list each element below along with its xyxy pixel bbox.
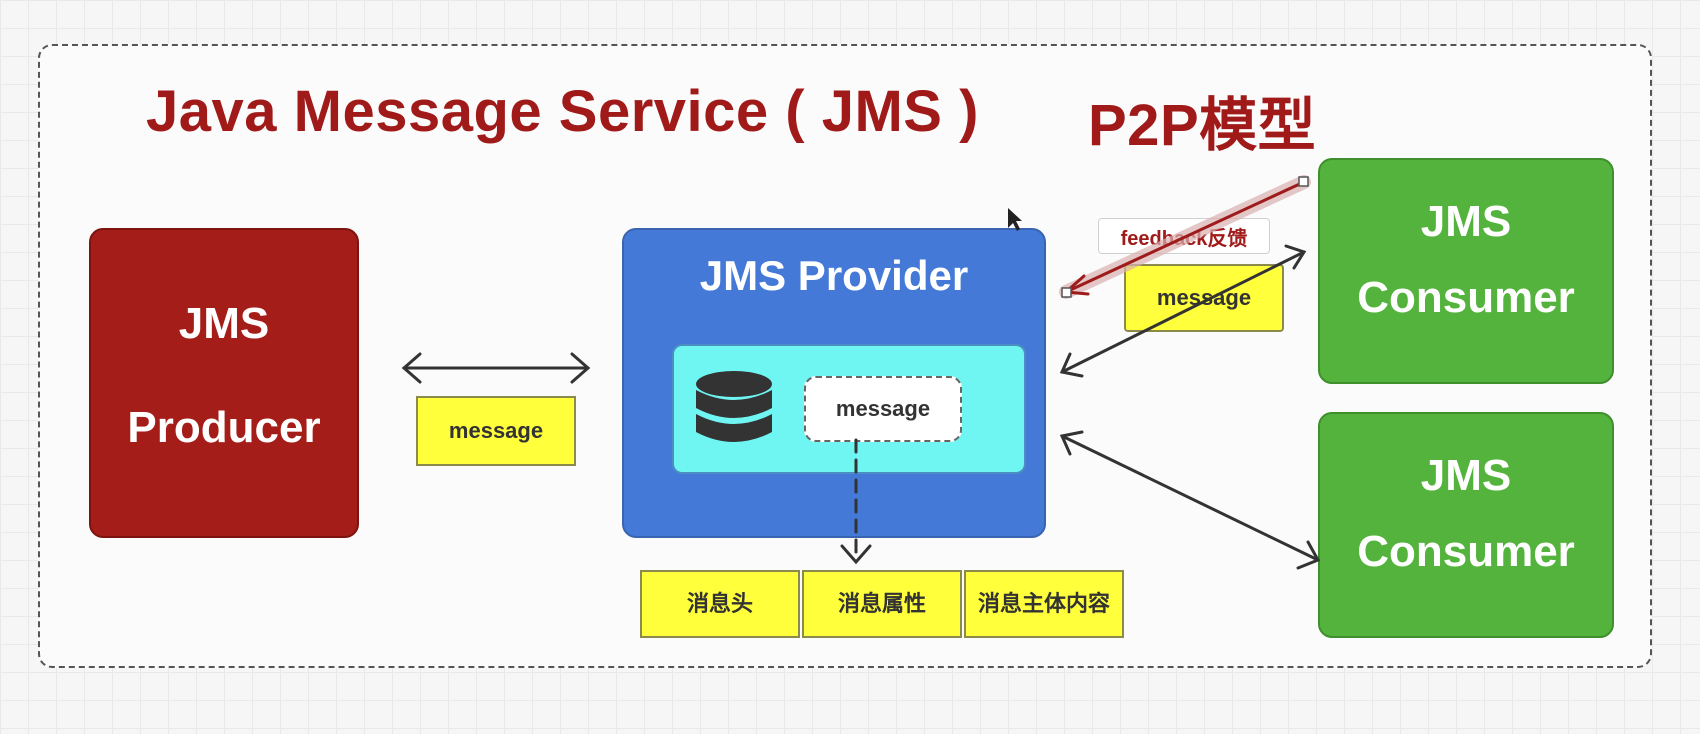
provider-title: JMS Provider — [699, 252, 969, 299]
jms-consumer-box-2: JMS Consumer — [1318, 412, 1614, 638]
consumer-2-label: JMS Consumer — [1320, 438, 1612, 590]
consumer-2-label-line2: Consumer — [1357, 527, 1575, 576]
jms-producer-box: JMS Producer — [89, 228, 359, 538]
jms-provider-box: JMS Provider message — [622, 228, 1046, 538]
producer-message-box: message — [416, 396, 576, 466]
message-header-box: 消息头 — [640, 570, 800, 638]
producer-label: JMS Producer — [91, 272, 357, 480]
producer-label-line2: Producer — [127, 403, 321, 452]
diagram-model-title: P2P模型 — [1088, 93, 1317, 158]
message-body-box: 消息主体内容 — [964, 570, 1124, 638]
message-properties-box: 消息属性 — [802, 570, 962, 638]
consumer-2-label-line1: JMS — [1420, 451, 1512, 500]
consumer-1-label-line2: Consumer — [1357, 273, 1575, 322]
consumer-1-label-line1: JMS — [1420, 197, 1512, 246]
consumer-message-box: message — [1124, 264, 1284, 332]
consumer-1-label: JMS Consumer — [1320, 184, 1612, 336]
feedback-label: feedback反馈 — [1098, 218, 1270, 254]
diagram-title: Java Message Service ( JMS ) — [146, 79, 979, 144]
producer-label-line1: JMS — [178, 299, 270, 348]
jms-consumer-box-1: JMS Consumer — [1318, 158, 1614, 384]
database-icon — [696, 371, 772, 442]
message-queue: message — [672, 344, 1026, 474]
queued-message: message — [804, 376, 962, 442]
